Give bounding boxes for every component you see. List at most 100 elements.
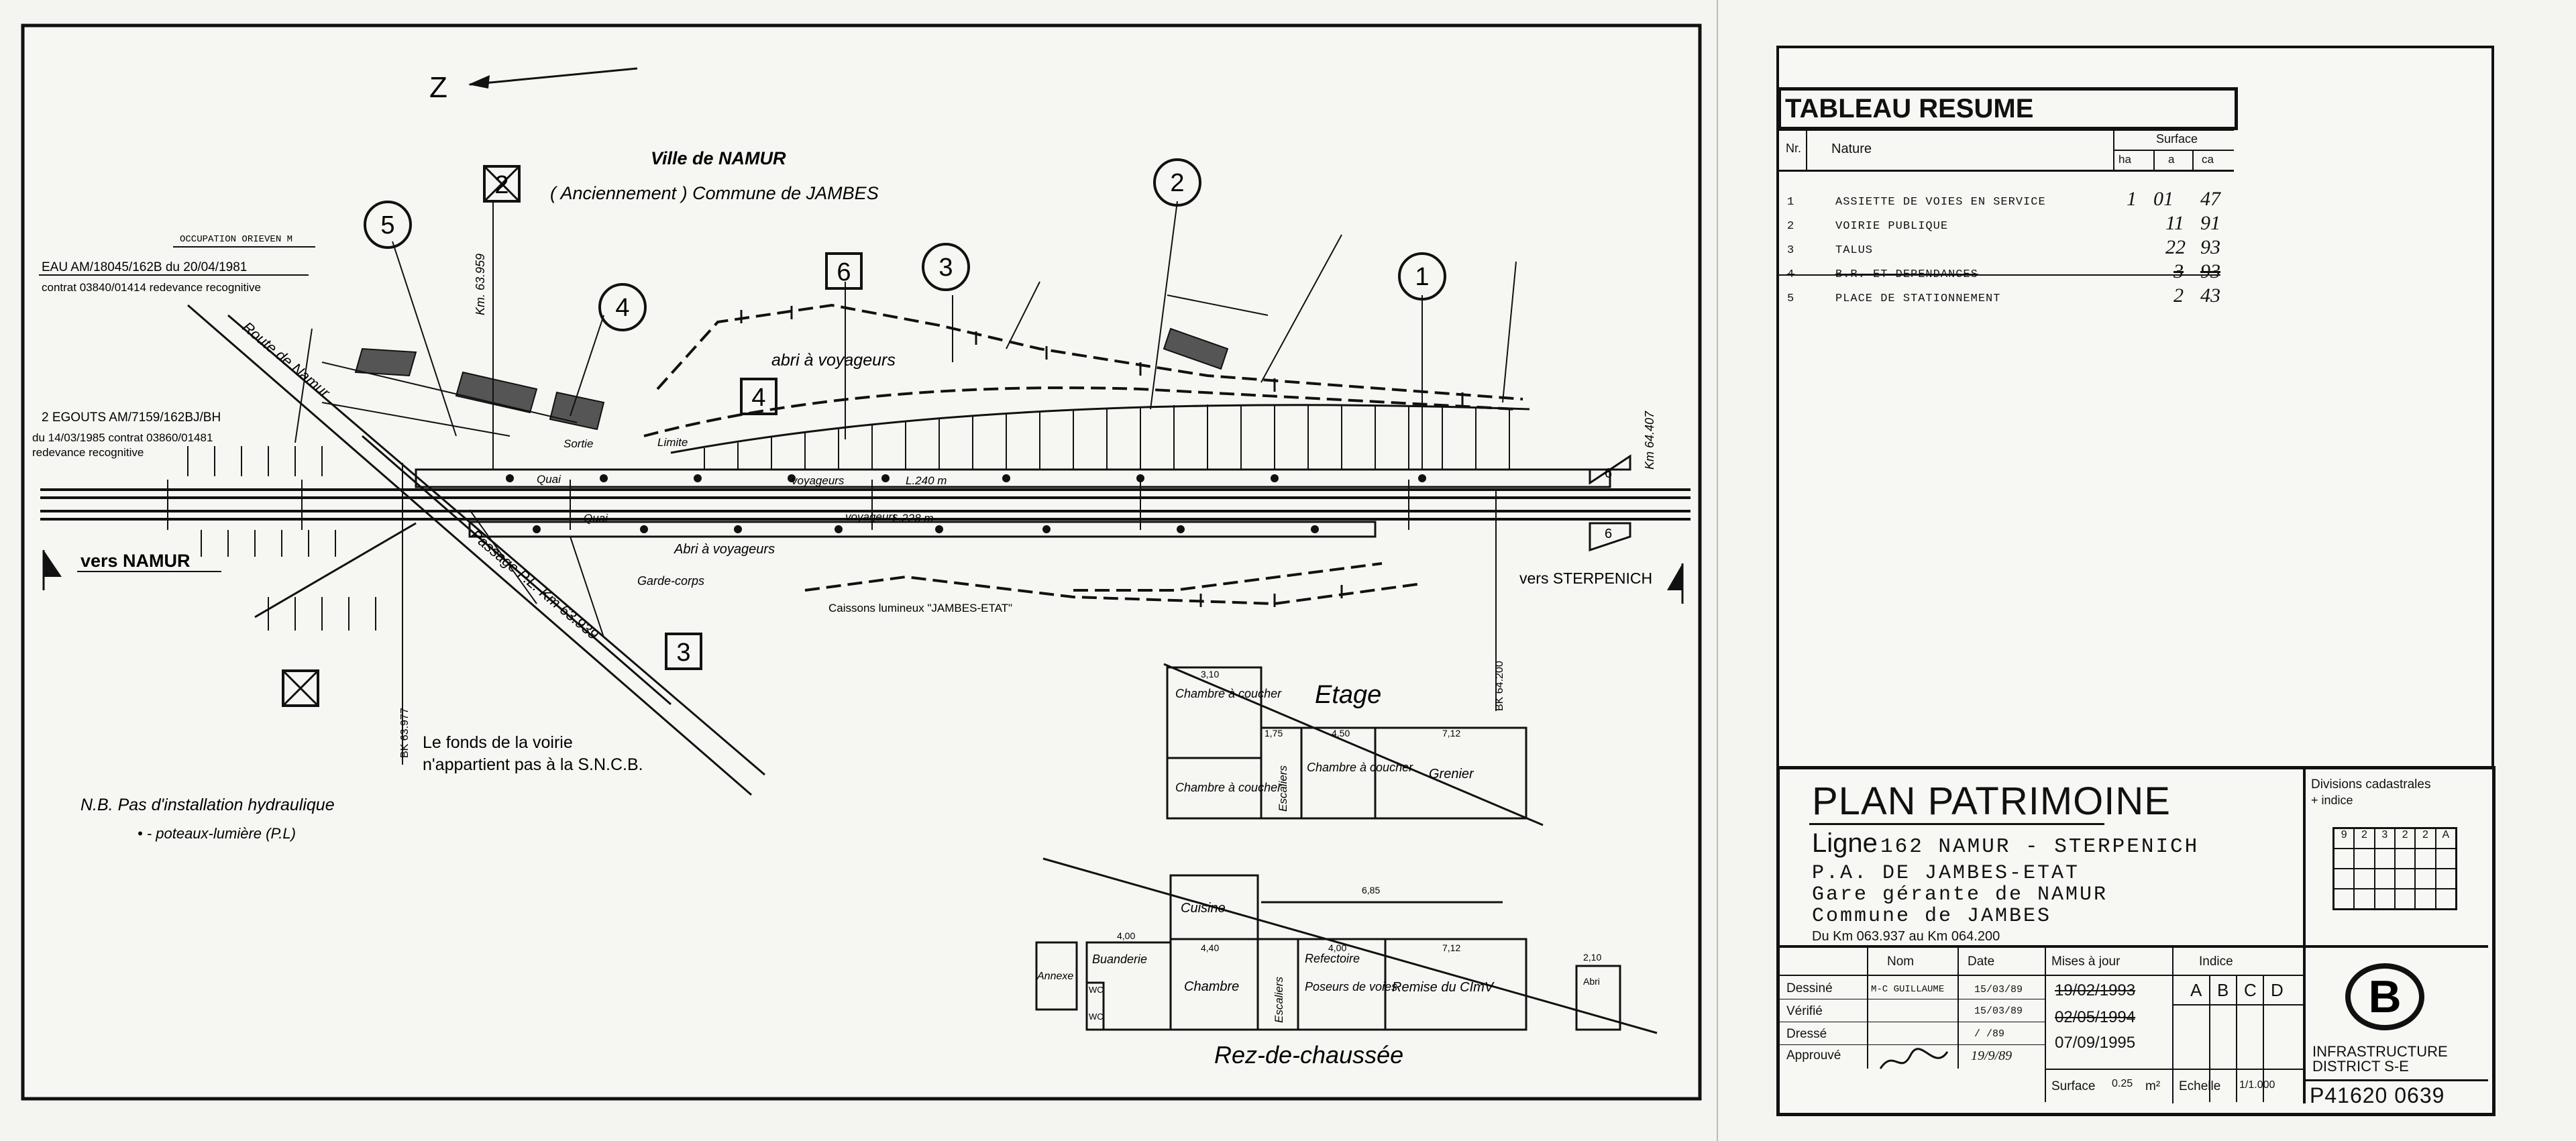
km-range: Du Km 063.937 au Km 064.200 [1812,929,2000,944]
dim-label: 2,10 [1583,952,1601,963]
indice-d: D [2271,980,2284,1000]
table-row: 4 B.R. ET DEPENDANCES 3 93 [1778,260,2234,283]
row-ha: 1 [2127,188,2137,210]
eau-note-1: EAU AM/18045/162B du 20/04/1981 [42,260,247,274]
role-approuve: Approuvé [1786,1048,1841,1063]
echelle-value: 1/1.000 [2239,1079,2275,1091]
div-cell: 2 [2354,828,2375,849]
namur-flag [44,550,62,577]
surface-label: Surface [2051,1079,2096,1093]
ligne-label: Ligne [1812,828,1878,858]
surface-unit: m² [2145,1079,2161,1093]
col-nom: Nom [1887,955,1915,969]
date-dresse: / /89 [1974,1028,2005,1040]
abri-bottom-label: Abri à voyageurs [674,542,775,557]
etage-plan [1163,663,1544,826]
plan-number: P41620 0639 [2310,1083,2445,1107]
row-ca: 43 [2200,284,2220,307]
dim-label: 4,40 [1201,942,1219,953]
div-cell: 2 [2415,828,2436,849]
rez-title: Rez-de-chaussée [1214,1041,1403,1069]
km-arrow-signs [1589,454,1631,552]
circle-label-5: 5 [380,211,394,239]
circle-marker-2 [1153,158,1201,207]
egouts-note-1: 2 EGOUTS AM/7159/162BJ/BH [42,411,221,425]
bk-left: BK 63.977 [399,708,411,758]
table-row: 2 VOIRIE PUBLIQUE 11 91 [1778,212,2234,235]
box-label-4: 4 [751,384,765,412]
divisions-label: Divisions cadastrales [2311,777,2431,792]
surface-value: 0.25 [2112,1078,2133,1089]
fonds-note-2: n'appartient pas à la S.N.C.B. [423,755,643,774]
nom-dessine: M-C GUILLAUME [1871,984,1945,995]
unit-ha: ha [2118,153,2131,166]
north-arrow [469,67,638,86]
mise-2: 02/05/1994 [2055,1008,2136,1026]
box-markers [282,165,863,707]
etage-room-3: Escaliers [1277,765,1289,812]
row-ca: 93 [2200,260,2220,282]
talus-hatching [187,404,1530,631]
rez-room-5: WC [1089,1012,1104,1022]
dim-label: 4,00 [1328,942,1346,953]
dim-label: 7,12 [1442,728,1460,739]
rez-room-10: Remise du CImV [1392,980,1495,995]
property-boundaries [643,303,1523,606]
circle-markers [364,158,1446,331]
indice-a: A [2190,980,2202,1000]
div-cell: 3 [2374,828,2395,849]
gare-line: Gare gérante de NAMUR [1812,883,2108,906]
row-nr: 2 [1787,220,1795,233]
indice-label: + indice [2311,794,2353,807]
indice-c: C [2244,980,2257,1000]
col-date: Date [1968,955,1995,969]
roadside-lines [321,362,604,638]
etage-room-5: Grenier [1429,767,1474,781]
nb-note-1: N.B. Pas d'installation hydraulique [80,796,335,814]
ligne-value: 162 NAMUR - STERPENICH [1880,835,2200,859]
etage-room-1: Chambre à coucher [1175,687,1282,700]
rez-room-6: Chambre [1184,979,1239,994]
railway-tracks [40,488,1690,521]
date-verifie: 15/03/89 [1974,1006,2023,1017]
etage-room-2: Chambre à coucher [1175,781,1282,794]
date-dessine: 15/03/89 [1974,984,2023,995]
rez-room-11: Abri [1583,976,1600,987]
circle-marker-1 [1398,252,1446,301]
egouts-note-2: du 14/03/1985 contrat 03860/01481 [32,431,213,444]
infra-line1: INFRASTRUCTURE [2312,1043,2448,1060]
infra-line2: DISTRICT S-E [2312,1058,2409,1075]
title-area: PLAN PATRIMOINE Ligne 162 NAMUR - STERPE… [1780,769,2306,948]
right-panel [1776,46,2494,774]
date-approuve: 19/9/89 [1971,1048,2012,1063]
table-row: 5 PLACE DE STATIONNEMENT 2 43 [1778,284,2234,307]
mise-3: 07/09/1995 [2055,1034,2136,1052]
row-ca: 91 [2200,212,2220,234]
eau-note-2: contrat 03840/01414 redevance recognitiv… [42,281,261,294]
town-subtitle: ( Anciennement ) Commune de JAMBES [550,183,879,203]
row-nature: PLACE DE STATIONNEMENT [1835,292,2001,305]
km-right: Km 64.407 [1643,411,1656,470]
boundary-crosses [740,306,1464,607]
platform-top [415,468,1611,488]
title-block: PLAN PATRIMOINE Ligne 162 NAMUR - STERPE… [1776,766,2496,1116]
division-grid: 9 2 3 2 2 A [2332,827,2457,910]
box-label-6: 6 [837,258,851,286]
div-cell: A [2435,828,2456,849]
km-top: Km. 63.959 [474,254,487,315]
revision-table: Nom Date Mises à jour Indice Dessiné Vér… [1780,948,2306,1102]
row-a: 01 [2153,188,2174,210]
row-a: 3 [2174,260,2184,282]
pa-line: P.A. DE JAMBES-ETAT [1812,862,2080,885]
col-mises: Mises à jour [2051,955,2121,969]
circle-label-2: 2 [1170,169,1184,197]
indice-b: B [2217,980,2229,1000]
north-arrow-head [468,75,490,89]
row-nr: 5 [1787,292,1795,305]
abri-top-label: abri à voyageurs [771,351,896,370]
rez-room-4: WC [1089,985,1104,995]
dim-label: 1,75 [1265,728,1283,739]
logo-letter: B [2368,971,2401,1022]
bk-right: BK 64.200 [1494,661,1505,711]
tableau-header: Nr. Nature Surface ha a ca [1778,129,2234,172]
